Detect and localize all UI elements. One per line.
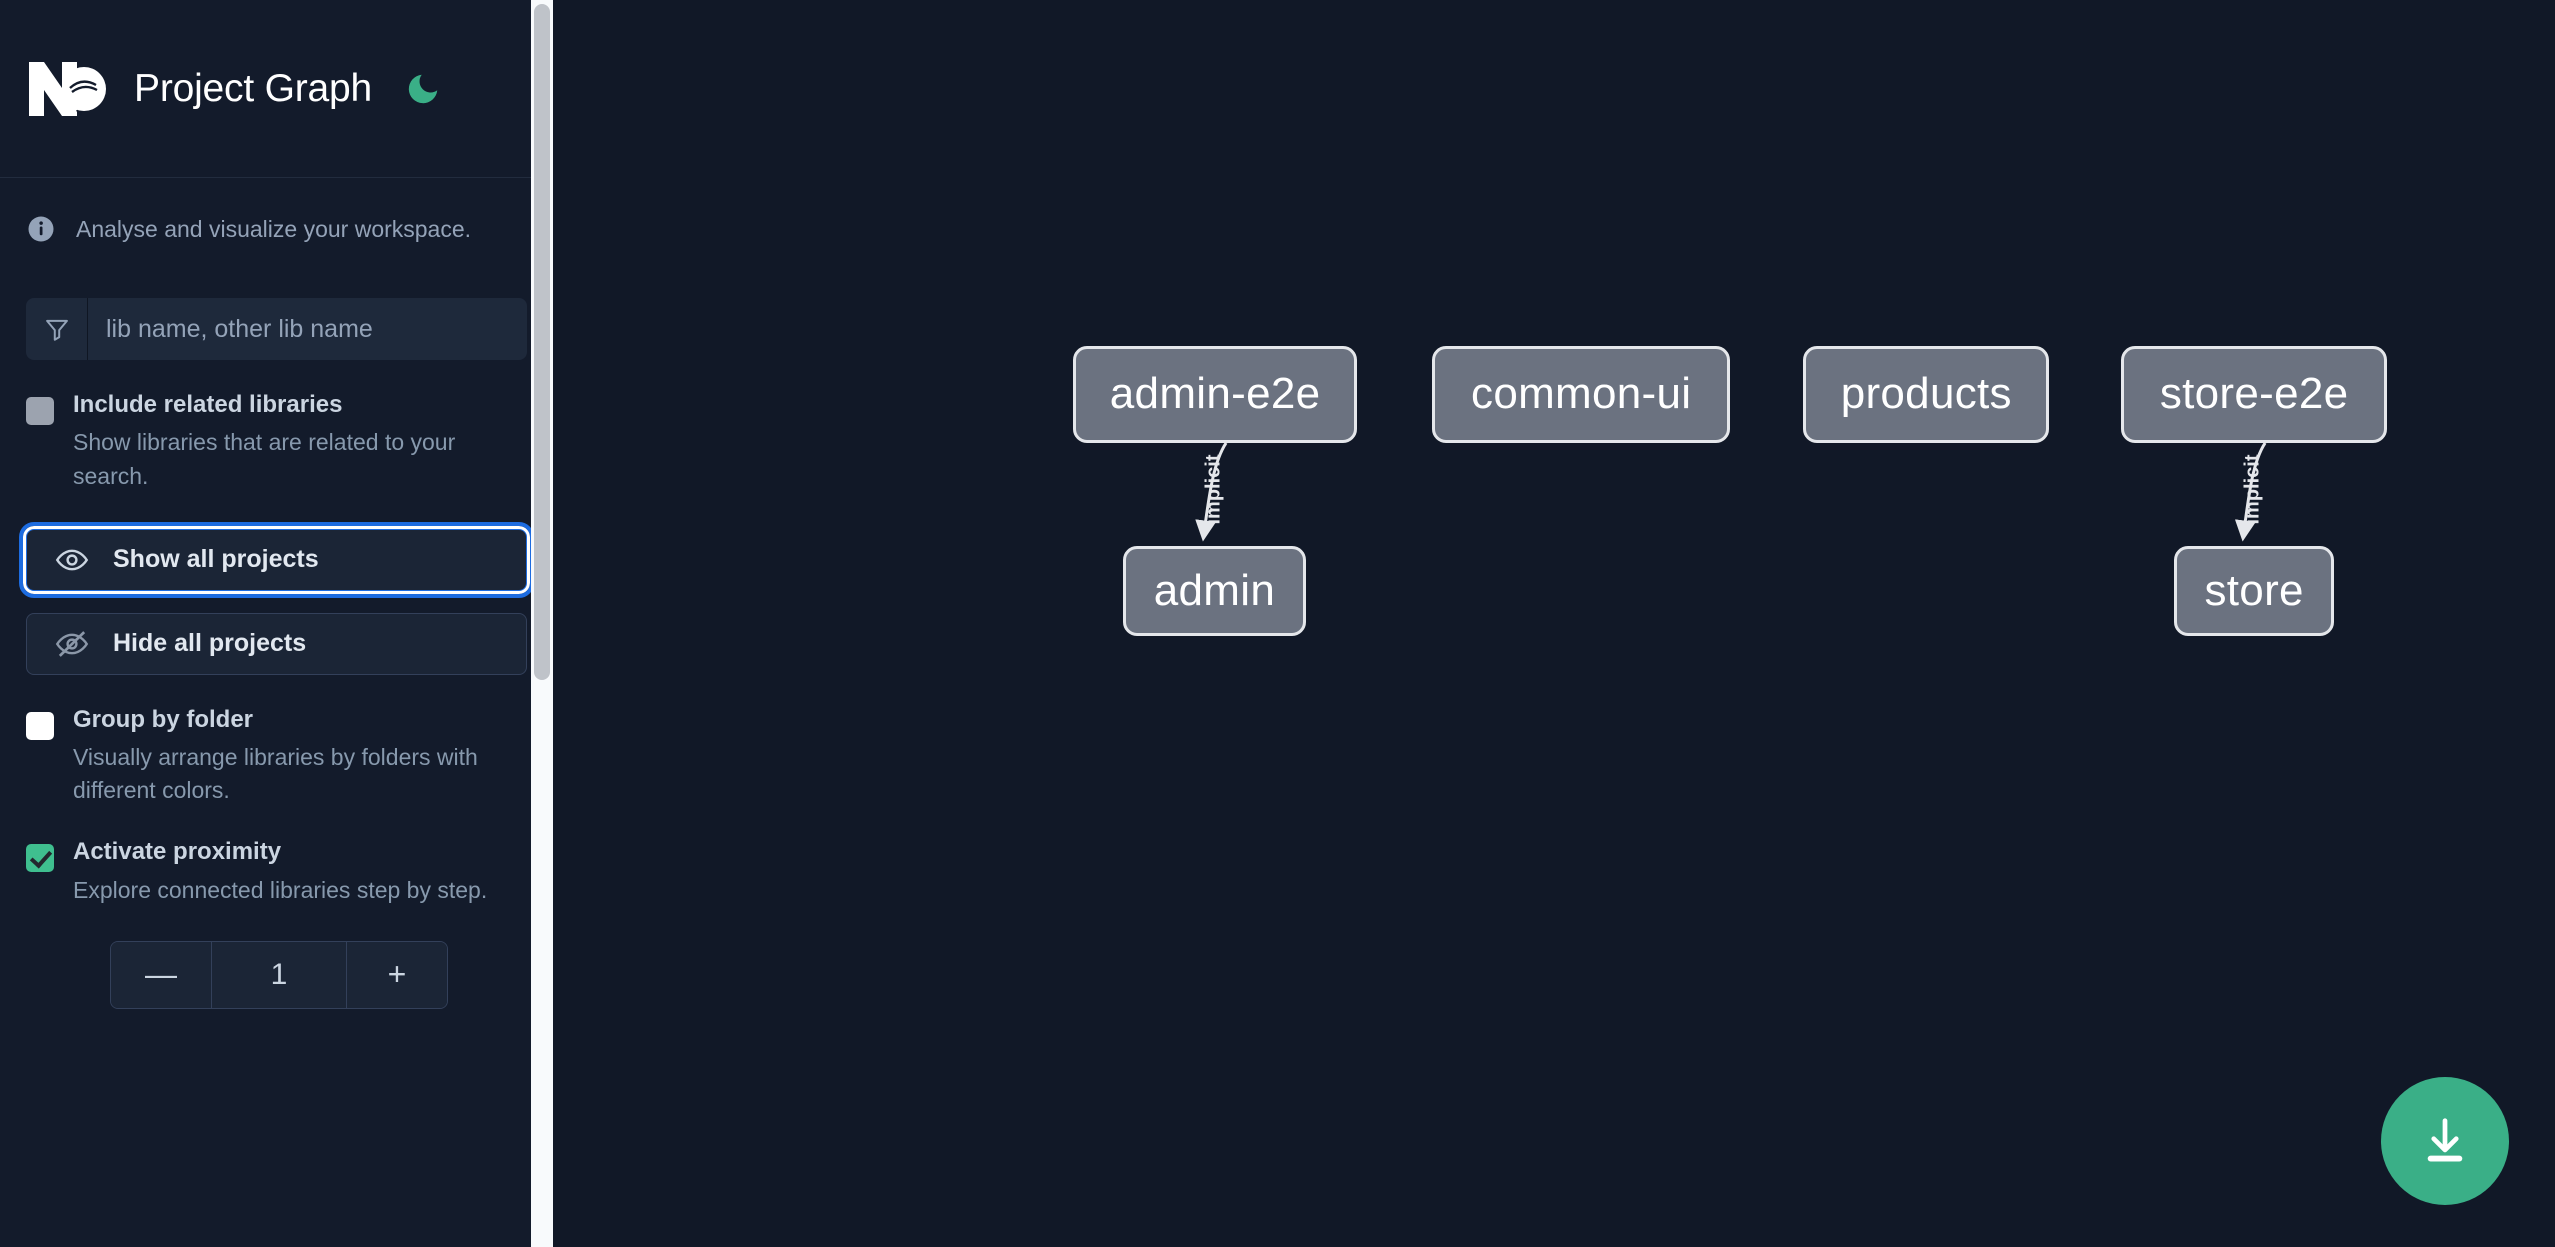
eye-icon (55, 543, 89, 577)
stepper-value: 1 (211, 941, 347, 1008)
activate-proximity-checkbox[interactable] (26, 844, 54, 873)
sidebar-header: Project Graph (0, 0, 553, 178)
graph-node-common-ui[interactable]: common-ui (1431, 345, 1731, 443)
graph-layer: admin-e2e common-ui products store-e2e admin… (553, 0, 2555, 1247)
visibility-buttons: Show all projects Hide all projects (0, 521, 553, 675)
option-title: Group by folder (73, 705, 253, 733)
eye-off-icon (55, 627, 89, 661)
search-input[interactable] (88, 298, 527, 360)
graph-canvas[interactable]: admin-e2e common-ui products store-e2e admin… (553, 0, 2555, 1247)
include-related-libraries-checkbox[interactable] (26, 397, 54, 425)
graph-edge-label: implicit (2241, 454, 2264, 525)
show-all-projects-button[interactable]: Show all projects (19, 521, 534, 598)
option-description: Explore connected libraries step by step… (73, 876, 488, 903)
download-icon (2418, 1114, 2472, 1168)
graph-node-label: admin-e2e (1109, 369, 1321, 419)
graph-node-label: products (1840, 369, 2012, 419)
graph-node-store[interactable]: store (2174, 546, 2334, 636)
info-icon (26, 214, 56, 244)
moon-icon[interactable] (404, 70, 442, 108)
option-description: Show libraries that are related to your … (73, 429, 456, 489)
nx-logo-icon (26, 58, 110, 120)
show-all-projects-label: Show all projects (113, 545, 319, 574)
option-title: Include related libraries (73, 391, 343, 418)
sidebar: Project Graph Analyse and visualize yo (0, 0, 553, 1247)
proximity-stepper-wrap: — 1 + (0, 940, 553, 1009)
workspace-tagline: Analyse and visualize your workspace. (0, 178, 553, 280)
hide-all-projects-button[interactable]: Hide all projects (26, 612, 527, 675)
option-activate-proximity[interactable]: Activate proximity Explore connected lib… (0, 839, 553, 907)
sidebar-scrollbar-thumb[interactable] (534, 4, 550, 680)
download-graph-button[interactable] (2381, 1077, 2509, 1205)
option-include-related-libraries[interactable]: Include related libraries Show libraries… (0, 391, 553, 493)
option-description: Visually arrange libraries by folders wi… (73, 744, 478, 804)
page-title: Project Graph (134, 66, 373, 110)
graph-node-store-e2e[interactable]: store-e2e (2120, 345, 2388, 443)
sidebar-scrollbar-track[interactable] (531, 0, 553, 1247)
graph-node-label: common-ui (1471, 369, 1692, 419)
stepper-increment-button[interactable]: + (347, 941, 447, 1008)
tagline-text: Analyse and visualize your workspace. (76, 215, 472, 242)
hide-all-projects-label: Hide all projects (113, 629, 307, 658)
option-title: Activate proximity (73, 838, 282, 866)
proximity-stepper[interactable]: — 1 + (110, 940, 448, 1009)
graph-node-label: store (2204, 565, 2304, 615)
stepper-decrement-button[interactable]: — (111, 941, 211, 1008)
graph-edge-label: implicit (1202, 454, 1225, 525)
graph-node-products[interactable]: products (1803, 345, 2050, 443)
search-filter[interactable] (26, 298, 527, 360)
graph-node-label: admin (1153, 565, 1276, 615)
graph-node-admin[interactable]: admin (1123, 546, 1306, 636)
group-by-folder-checkbox[interactable] (26, 711, 54, 740)
funnel-icon[interactable] (26, 298, 88, 360)
graph-node-admin-e2e[interactable]: admin-e2e (1073, 345, 1357, 443)
graph-node-label: store-e2e (2159, 369, 2349, 419)
option-group-by-folder[interactable]: Group by folder Visually arrange librari… (0, 705, 553, 808)
